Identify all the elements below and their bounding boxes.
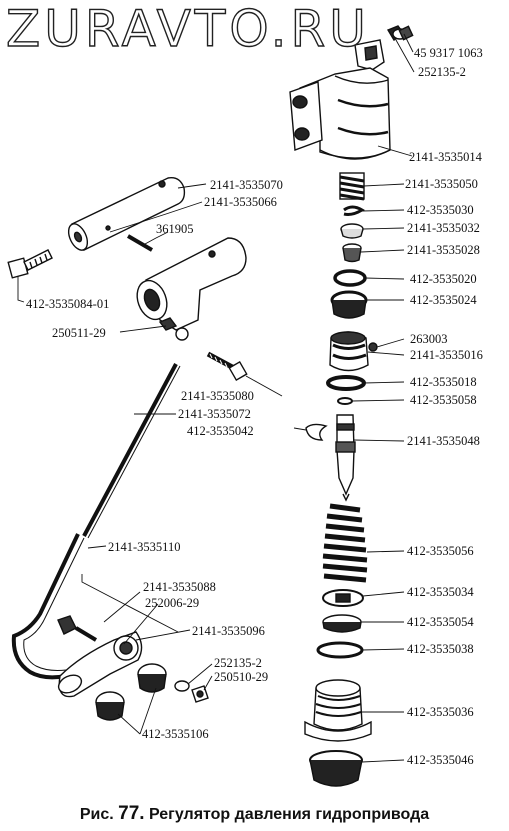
nut-250511 [158,317,178,331]
ring-018 [326,375,366,391]
plug-036 [304,679,372,742]
leader-lines [17,33,415,763]
spring-056 [322,503,368,583]
nut-250510 [191,685,209,703]
figure-caption: Рис. 77. Регулятор давления гидропривода [0,803,509,825]
label-412-3535058: 412-3535058 [410,393,477,407]
label-412-3535034: 412-3535034 [407,585,474,599]
bushing-024 [330,290,368,319]
label-2141-3535070: 2141-3535070 [210,178,283,192]
label-2141-3535110: 2141-3535110 [108,540,181,554]
label-412-3535038: 412-3535038 [407,642,474,656]
lever-066 [136,237,247,341]
label-45-9317-1063: 45 9317 1063 [414,46,483,60]
label-2141-3535032: 2141-3535032 [407,221,480,235]
label-2141-3535016: 2141-3535016 [410,348,483,362]
label-412-3535054: 412-3535054 [407,615,474,629]
nut-088 [57,615,98,642]
plate-034 [322,589,364,607]
label-252135-2-top: 252135-2 [418,65,466,79]
label-250511-29: 250511-29 [52,326,106,340]
label-412-3535046: 412-3535046 [407,753,474,767]
rod-072 [11,363,181,680]
ball-263003 [368,342,378,352]
piston-016 [329,331,369,372]
retaining-ring [343,205,365,216]
seal-020 [333,269,367,287]
caption-number: 77. [118,803,145,824]
label-412-3535084-01: 412-3535084-01 [26,297,110,311]
spring-small [339,172,365,201]
label-412-3535030: 412-3535030 [407,203,474,217]
label-412-3535056: 412-3535056 [407,544,474,558]
caption-text: Регулятор давления гидропривода [149,806,430,823]
label-361905: 361905 [156,222,194,236]
label-412-3535036: 412-3535036 [407,705,474,719]
ring-058 [337,397,353,405]
label-2141-3535096: 2141-3535096 [192,624,265,638]
label-2141-3535080: 2141-3535080 [181,389,254,403]
seal-038 [316,641,364,659]
caption-prefix: Рис. [79,806,114,823]
label-2141-3535048: 2141-3535048 [407,434,480,448]
label-412-3535106: 412-3535106 [142,727,209,741]
top-bolt [386,25,414,41]
cap-046 [309,750,363,787]
bolt-084 [7,249,53,279]
valve-028 [342,243,362,263]
label-2141-3535050: 2141-3535050 [405,177,478,191]
label-252006-29: 252006-29 [145,596,200,610]
label-412-3535018: 412-3535018 [410,375,477,389]
bushing-106-b [95,691,125,721]
label-2141-3535028: 2141-3535028 [407,243,480,257]
bushing-106-a [137,663,167,693]
regulator-housing [289,39,391,160]
cup-032 [340,223,364,239]
cup-054 [322,614,362,633]
sleeve-070 [67,177,186,251]
watermark: ZURAVTO.RU [5,0,370,59]
label-2141-3535088: 2141-3535088 [143,580,216,594]
pin-361905 [126,234,154,252]
plunger-048 [335,414,356,502]
label-2141-3535072: 2141-3535072 [178,407,251,421]
bolt-080 [206,351,248,382]
label-263003: 263003 [410,332,448,346]
clip-042 [305,423,328,441]
link-096 [57,631,143,698]
label-412-3535020: 412-3535020 [410,272,477,286]
label-250510-29: 250510-29 [214,670,269,684]
label-252135-2-bottom: 252135-2 [214,656,262,670]
label-2141-3535014: 2141-3535014 [409,150,482,164]
washer-252135 [174,680,190,692]
label-412-3535042: 412-3535042 [187,424,254,438]
label-412-3535024: 412-3535024 [410,293,477,307]
label-2141-3535066: 2141-3535066 [204,195,277,209]
